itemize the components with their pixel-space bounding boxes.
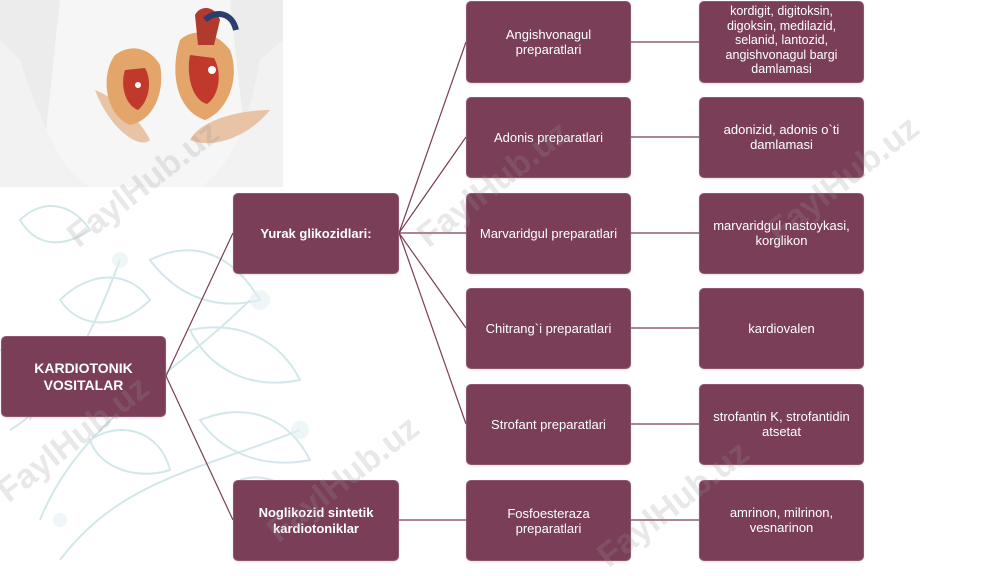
root-node: KARDIOTONIK VOSITALAR xyxy=(1,336,166,417)
preparation-label: Marvaridgul preparatlari xyxy=(479,226,618,241)
preparation-label: Chitrang`i preparatlari xyxy=(485,321,612,336)
preparation-node-angishvonagul: Angishvonagul preparatlari xyxy=(466,1,631,83)
example-node-chitrangi: kardiovalen xyxy=(699,288,864,369)
preparation-node-adonis: Adonis preparatlari xyxy=(466,97,631,178)
connector-glycosides-chitrangi xyxy=(398,232,467,329)
connector-lines xyxy=(165,41,699,521)
category-node-glycosides: Yurak glikozidlari: xyxy=(233,193,399,274)
heart-model-photo xyxy=(0,0,283,187)
category-node-nonglycoside: Noglikozid sintetik kardiotoniklar xyxy=(233,480,399,561)
example-node-adonis: adonizid, adonis o`ti damlamasi xyxy=(699,97,864,178)
example-label: marvaridgul nastoykasi, korglikon xyxy=(713,218,850,248)
example-label: kardiovalen xyxy=(748,321,815,336)
example-label: strofantin K, strofantidin atsetat xyxy=(713,409,850,439)
preparation-label: Strofant preparatlari xyxy=(491,417,606,432)
connector-glycosides-angishvonagul xyxy=(398,41,467,234)
preparation-label: Adonis preparatlari xyxy=(493,130,604,145)
category-label: Yurak glikozidlari: xyxy=(260,226,372,241)
preparation-label: Fosfoesteraza preparatlari xyxy=(507,505,590,536)
preparation-node-fosfoesteraza: Fosfoesteraza preparatlari xyxy=(466,480,631,561)
preparation-label: Angishvonagul preparatlari xyxy=(505,27,592,57)
example-label: adonizid, adonis o`ti damlamasi xyxy=(723,122,840,152)
example-node-marvaridgul: marvaridgul nastoykasi, korglikon xyxy=(699,193,864,274)
example-node-angishvonagul: kordigit, digitoksin, digoksin, medilazi… xyxy=(699,1,864,83)
example-node-fosfoesteraza: amrinon, milrinon, vesnarinon xyxy=(699,480,864,561)
preparation-node-marvaridgul: Marvaridgul preparatlari xyxy=(466,193,631,274)
connector-root-glycosides xyxy=(165,232,234,377)
preparation-node-chitrangi: Chitrang`i preparatlari xyxy=(466,288,631,369)
example-label: kordigit, digitoksin, digoksin, medilazi… xyxy=(725,4,838,76)
category-label: Noglikozid sintetik kardiotoniklar xyxy=(258,504,374,536)
connector-root-nonglycoside xyxy=(165,375,234,521)
preparation-node-strofant: Strofant preparatlari xyxy=(466,384,631,465)
example-label: amrinon, milrinon, vesnarinon xyxy=(729,505,834,535)
root-label: KARDIOTONIK VOSITALAR xyxy=(34,359,133,393)
connector-glycosides-strofant xyxy=(398,232,467,425)
connector-glycosides-adonis xyxy=(398,136,467,234)
example-node-strofant: strofantin K, strofantidin atsetat xyxy=(699,384,864,465)
